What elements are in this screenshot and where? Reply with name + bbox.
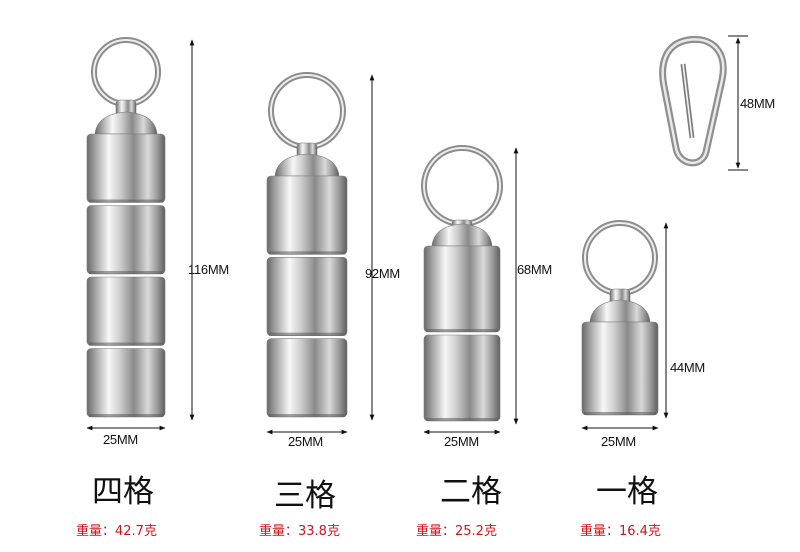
height-label-two: 68MM — [517, 262, 552, 277]
capsule-segment — [266, 175, 348, 255]
capsule-three — [266, 72, 348, 418]
width-label-two: 25MM — [444, 434, 479, 449]
width-label-one: 25MM — [601, 434, 636, 449]
height-label-three: 92MM — [365, 266, 400, 281]
weight-two: 重量：25.2克 — [416, 524, 497, 539]
capsule-segment — [86, 276, 166, 346]
capsule-segment — [423, 245, 501, 333]
weight-three: 重量：33.8克 — [259, 524, 340, 539]
capsule-segment — [266, 257, 348, 336]
capsule-segment — [266, 338, 348, 418]
title-one-compartment: 一格 — [596, 474, 658, 510]
width-label-four: 25MM — [103, 432, 138, 447]
width-label-three: 25MM — [288, 434, 323, 449]
capsule-one — [581, 220, 659, 416]
capsule-segment — [581, 321, 659, 416]
weight-one: 重量：16.4克 — [580, 524, 661, 539]
title-two-compartment: 二格 — [440, 474, 502, 510]
height-label-one: 44MM — [670, 360, 705, 375]
carabiner-clip — [659, 35, 748, 171]
weight-four: 重量：42.7克 — [76, 524, 157, 539]
capsule-segment — [86, 205, 166, 275]
capsule-four — [86, 37, 166, 418]
capsule-segment — [86, 348, 166, 418]
title-three-compartment: 三格 — [274, 478, 336, 514]
title-four-compartment: 四格 — [92, 474, 154, 510]
capsule-two — [421, 145, 503, 422]
height-label-four: 116MM — [188, 262, 229, 277]
capsule-segment — [86, 133, 166, 203]
capsule-segment — [423, 334, 501, 422]
carabiner-height-label: 48MM — [740, 96, 775, 111]
